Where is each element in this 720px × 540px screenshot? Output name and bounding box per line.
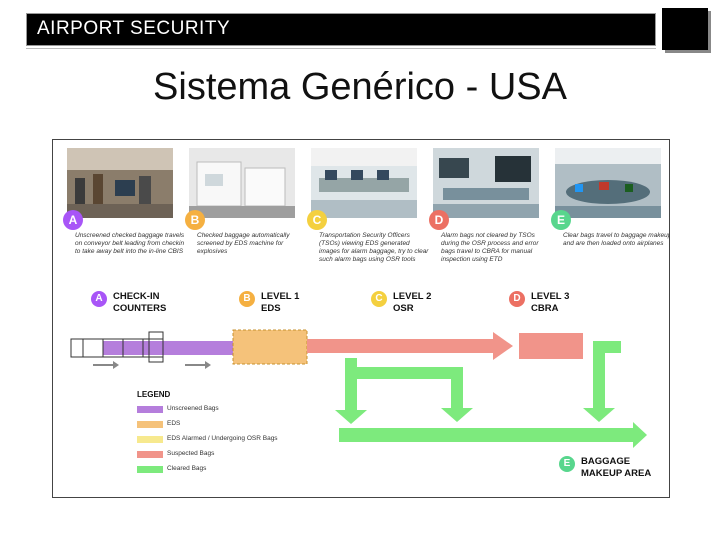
corner-logo-block	[662, 8, 708, 50]
unscreened-flow	[103, 341, 235, 355]
step-caption-c: Transportation Security Officers (TSOs) …	[319, 232, 429, 263]
legend-label: Suspected Bags	[167, 450, 215, 457]
level-d-line2: CBRA	[531, 303, 559, 314]
step-badge-b: B	[185, 210, 205, 230]
legend-swatch	[137, 421, 163, 428]
legend-label: Cleared Bags	[167, 465, 207, 472]
checkin-photo	[67, 148, 173, 218]
step-caption-d: Alarm bags not cleared by TSOs during th…	[441, 232, 539, 263]
flow-diagram	[70, 329, 647, 448]
level-label-a: CHECK-IN COUNTERS	[113, 291, 166, 315]
level-a-line1: CHECK-IN	[113, 291, 160, 302]
level-d-line1: LEVEL 3	[531, 291, 570, 302]
legend-swatch	[137, 451, 163, 458]
level-c-line2: OSR	[393, 303, 414, 314]
level-badge-d: D	[509, 291, 525, 307]
level-badge-e: E	[559, 456, 575, 472]
cbra-room-photo	[433, 148, 539, 218]
legend-swatch	[137, 436, 163, 443]
level-label-e: BAGGAGE MAKEUP AREA	[581, 456, 651, 480]
slide-title: Sistema Genérico - USA	[153, 66, 567, 108]
step-badge-a: A	[63, 210, 83, 230]
level-label-d: LEVEL 3 CBRA	[531, 291, 569, 315]
level-label-c: LEVEL 2 OSR	[393, 291, 431, 315]
step-badge-d: D	[429, 210, 449, 230]
step-badge-e: E	[551, 210, 571, 230]
level-badge-b: B	[239, 291, 255, 307]
header-bar: AIRPORT SECURITY	[26, 13, 656, 46]
level-label-b: LEVEL 1 EDS	[261, 291, 299, 315]
step-caption-b: Checked baggage automatically screened b…	[197, 232, 290, 255]
legend-title: LEGEND	[137, 390, 171, 399]
header-title: AIRPORT SECURITY	[37, 18, 231, 39]
level-badge-c: C	[371, 291, 387, 307]
step-caption-a: Unscreened checked baggage travels on co…	[75, 232, 185, 255]
osr-room-photo	[311, 148, 417, 218]
level-badge-a: A	[91, 291, 107, 307]
cleared-paths	[335, 341, 647, 448]
eds-machine-photo	[189, 148, 295, 218]
legend-swatch	[137, 406, 163, 413]
suspected-flow	[307, 339, 495, 353]
level-b-line1: LEVEL 1	[261, 291, 300, 302]
suspected-arrow-head	[493, 332, 513, 360]
header-divider	[26, 48, 656, 49]
level-e-line2: MAKEUP AREA	[581, 468, 652, 479]
eds-block	[232, 329, 308, 365]
legend-label: Unscreened Bags	[167, 405, 219, 412]
step-caption-e: Clear bags travel to baggage makeup and …	[563, 232, 670, 247]
level-e-line1: BAGGAGE	[581, 456, 631, 467]
legend-label: EDS	[167, 420, 181, 427]
level-c-line1: LEVEL 2	[393, 291, 432, 302]
level-b-line2: EDS	[261, 303, 281, 314]
baggage-screening-figure: A B C D E Unscreened checked baggage tra…	[52, 139, 670, 498]
level-a-line2: COUNTERS	[113, 303, 167, 314]
legend-swatch	[137, 466, 163, 473]
baggage-makeup-photo	[555, 148, 661, 218]
legend-label: EDS Alarmed / Undergoing OSR Bags	[167, 435, 278, 442]
step-badge-c: C	[307, 210, 327, 230]
cbra-block	[519, 333, 583, 359]
